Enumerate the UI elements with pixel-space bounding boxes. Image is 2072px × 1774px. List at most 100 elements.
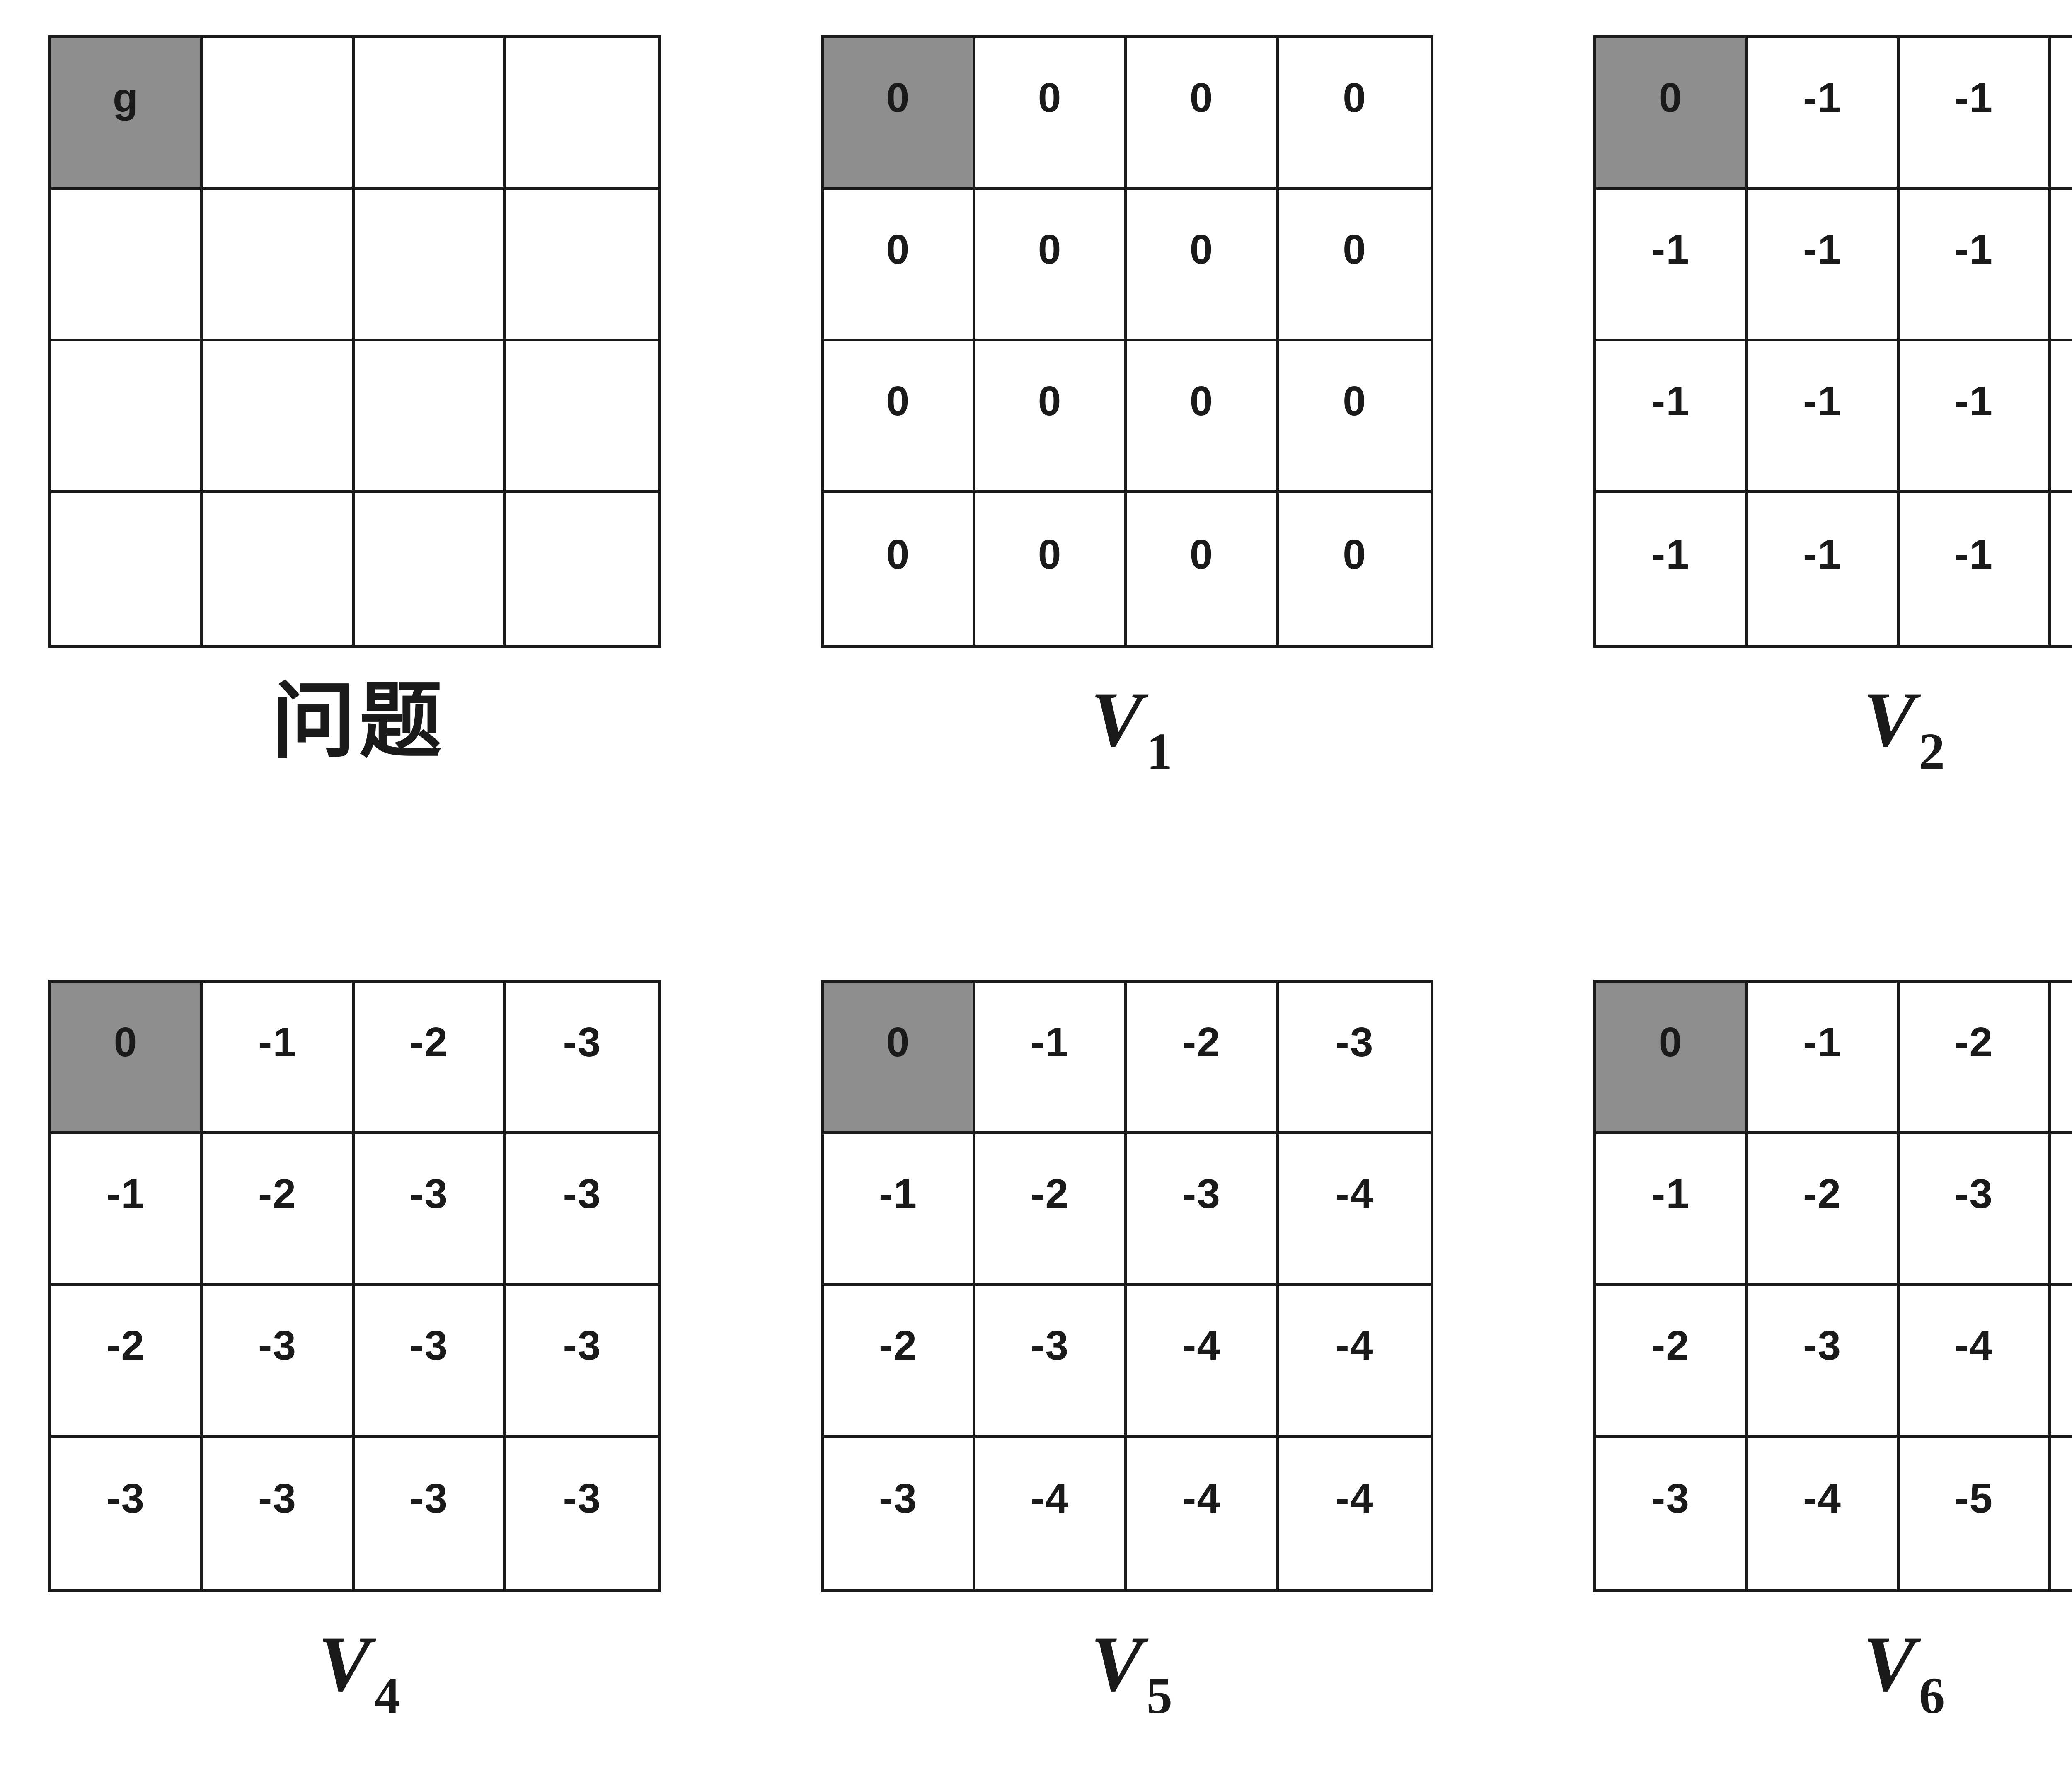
grid-cell: -2 xyxy=(1748,1134,1900,1286)
value-grid: g xyxy=(48,35,661,648)
grid-label-subscript: 5 xyxy=(1146,1667,1173,1725)
grid-cell xyxy=(355,190,506,341)
grid-cell: -4 xyxy=(975,1437,1127,1589)
grid-cell: -3 xyxy=(1127,1134,1279,1286)
grid-cell: -1 xyxy=(1900,493,2051,645)
grid-label-main: V xyxy=(1863,676,1916,763)
value-grid: 0-1-2-3-1-2-3-3-2-3-3-3-3-3-3-3 xyxy=(48,979,661,1592)
grid-label-main: V xyxy=(1090,1620,1143,1708)
grid-cell xyxy=(355,341,506,493)
grid-cell: -1 xyxy=(1596,1134,1748,1286)
grid-block-v5: 0-1-2-3-1-2-3-4-2-3-4-4-3-4-4-4 V5 xyxy=(821,979,1442,1725)
goal-cell: 0 xyxy=(824,38,975,190)
grid-cell: -3 xyxy=(506,1286,658,1438)
grid-cell: 0 xyxy=(975,341,1127,493)
grid-cell: -3 xyxy=(355,1134,506,1286)
grid-cell: -3 xyxy=(1748,1285,1900,1438)
goal-cell: 0 xyxy=(824,982,975,1134)
grid-cell xyxy=(51,190,203,341)
grid-cell xyxy=(203,190,355,341)
grid-cell: 0 xyxy=(1343,531,1367,578)
grid-cell: -3 xyxy=(1596,1437,1748,1589)
grid-cell: -4 xyxy=(1127,1285,1279,1438)
grid-label-main: V xyxy=(318,1620,371,1708)
grid-label-subscript: 4 xyxy=(374,1667,400,1725)
goal-cell: g xyxy=(51,38,203,190)
grid-cell: -2 xyxy=(1596,1285,1748,1438)
grid-cell: -1 xyxy=(1748,38,1900,190)
grid-cell: 0 xyxy=(1127,493,1279,645)
grid-cell xyxy=(51,341,203,493)
grid-label: 问题 xyxy=(48,677,670,768)
grid-cell: -4 xyxy=(1335,1475,1374,1522)
grid-cell: 0 xyxy=(975,493,1127,645)
grid-block-v4: 0-1-2-3-1-2-3-3-2-3-3-3-3-3-3-3 V4 xyxy=(48,979,670,1725)
grid-cell: -1 xyxy=(1748,493,1900,645)
grid-block-v6: 0-1-2-3-1-2-3-4-2-3-4-5-3-4-5-5 V6 xyxy=(1593,979,2072,1725)
grid-cell: -2 xyxy=(203,1134,355,1286)
grid-label-subscript: 6 xyxy=(1919,1667,1945,1725)
grid-label-subscript: 2 xyxy=(1919,723,1945,780)
grid-cell: 0 xyxy=(1127,190,1279,341)
grid-cell: -3 xyxy=(1900,1134,2051,1286)
grid-cell xyxy=(203,341,355,493)
grid-cell: -1 xyxy=(1900,341,2051,493)
grid-cell: 0 xyxy=(1279,38,1431,190)
grid-cell: -1 xyxy=(1748,982,1900,1134)
grid-label: V6 xyxy=(1593,1621,2072,1725)
figure-row-bottom: 0-1-2-3-1-2-3-3-2-3-3-3-3-3-3-3 V4 0-1-2… xyxy=(48,979,2072,1725)
grid-cell: -4 xyxy=(2051,1134,2072,1286)
grid-cell: -2 xyxy=(975,1134,1127,1286)
grid-cell: -1 xyxy=(51,1134,203,1286)
grid-cell: -1 xyxy=(1596,190,1748,341)
grid-cell: -2 xyxy=(1900,982,2051,1134)
goal-cell: 0 xyxy=(1596,38,1748,190)
grid-cell: -3 xyxy=(506,983,658,1134)
grid-cell xyxy=(355,493,506,645)
grid-cell: -1 xyxy=(1596,341,1748,493)
grid-label-main: V xyxy=(1090,676,1143,763)
grid-cell: -3 xyxy=(563,1475,602,1522)
grid-cell: -1 xyxy=(975,982,1127,1134)
grid-cell: -1 xyxy=(1748,190,1900,341)
grid-cell: -1 xyxy=(1900,38,2051,190)
grid-cell: 0 xyxy=(975,190,1127,341)
grid-cell: 0 xyxy=(824,493,975,645)
grid-block-problem: g 问题 xyxy=(48,35,670,768)
grid-cell: -4 xyxy=(1127,1437,1279,1589)
grid-cell: -1 xyxy=(2051,38,2072,190)
grid-cell: 0 xyxy=(1127,341,1279,493)
grid-cell: -2 xyxy=(51,1285,203,1438)
grid-cell: -1 xyxy=(1748,341,1900,493)
grid-label: V4 xyxy=(48,1621,670,1725)
value-grid: 0-1-2-3-1-2-3-4-2-3-4-4-3-4-4-4 xyxy=(821,979,1433,1592)
grid-cell: -3 xyxy=(203,1437,355,1589)
grid-cell: -5 xyxy=(2051,1438,2072,1589)
grid-block-v2: 0-1-1-1-1-1-1-1-1-1-1-1-1-1-1-1 V2 xyxy=(1593,35,2072,781)
grid-cell: -3 xyxy=(1279,983,1431,1134)
grid-cell: -4 xyxy=(1279,1286,1431,1438)
grid-cell xyxy=(203,493,355,645)
grid-cell: 0 xyxy=(975,38,1127,190)
grid-cell: -4 xyxy=(1900,1285,2051,1438)
grid-cell xyxy=(506,341,658,493)
grid-cell: 0 xyxy=(1279,190,1431,341)
grid-cell: -1 xyxy=(824,1134,975,1286)
grid-cell xyxy=(506,38,658,190)
grid-cell: 0 xyxy=(824,341,975,493)
grid-label-subscript: 1 xyxy=(1146,723,1173,780)
grid-label-main: V xyxy=(1863,1620,1916,1708)
grid-cell xyxy=(203,38,355,190)
grid-cell: -1 xyxy=(2051,493,2072,645)
grid-cell: 0 xyxy=(824,190,975,341)
grid-cell: -3 xyxy=(2051,983,2072,1134)
grid-cell: -3 xyxy=(51,1437,203,1589)
grid-cell: -2 xyxy=(355,982,506,1134)
grid-cell: -5 xyxy=(2051,1286,2072,1438)
goal-cell: 0 xyxy=(51,982,203,1134)
grid-cell: -1 xyxy=(203,982,355,1134)
grid-cell: 0 xyxy=(1279,341,1431,493)
